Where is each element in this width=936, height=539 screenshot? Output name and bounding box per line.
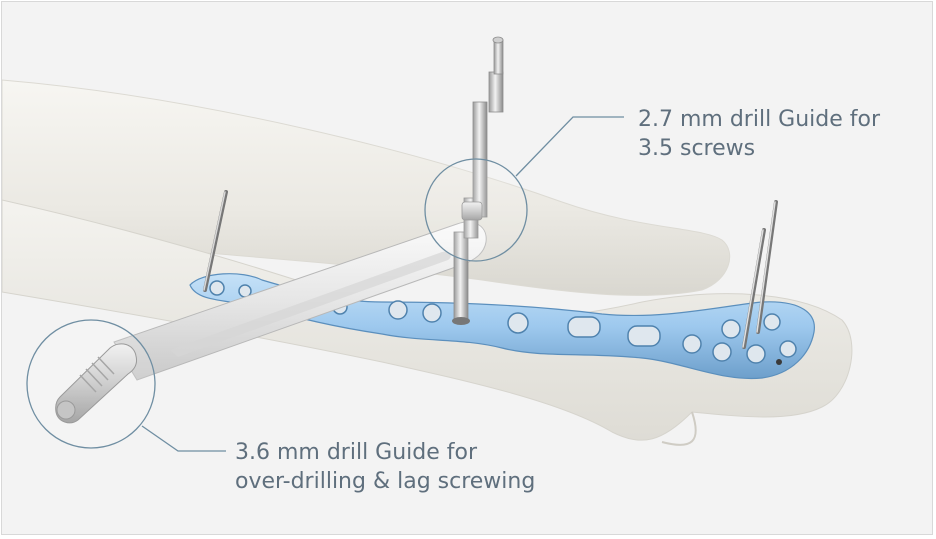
- callout-circle-bottom: [26, 319, 156, 449]
- callout-label-bottom: 3.6 mm drill Guide for over-drilling & l…: [235, 438, 535, 496]
- callout-bottom-line2: over-drilling & lag screwing: [235, 469, 536, 494]
- callout-circle-top: [424, 158, 528, 262]
- callout-line-top: [515, 116, 624, 177]
- drill-guide-rod: [452, 36, 504, 325]
- callout-label-top: 2.7 mm drill Guide for 3.5 screws: [638, 105, 880, 163]
- callout-line-bottom: [141, 425, 226, 452]
- callout-top-line1: 2.7 mm drill Guide for: [638, 107, 881, 132]
- threaded-sleeve: [55, 343, 137, 424]
- callout-bottom-line1: 3.6 mm drill Guide for: [235, 440, 478, 465]
- callout-top-line2: 3.5 screws: [638, 136, 756, 161]
- upper-bone: [2, 79, 731, 296]
- k-wires: [203, 190, 778, 349]
